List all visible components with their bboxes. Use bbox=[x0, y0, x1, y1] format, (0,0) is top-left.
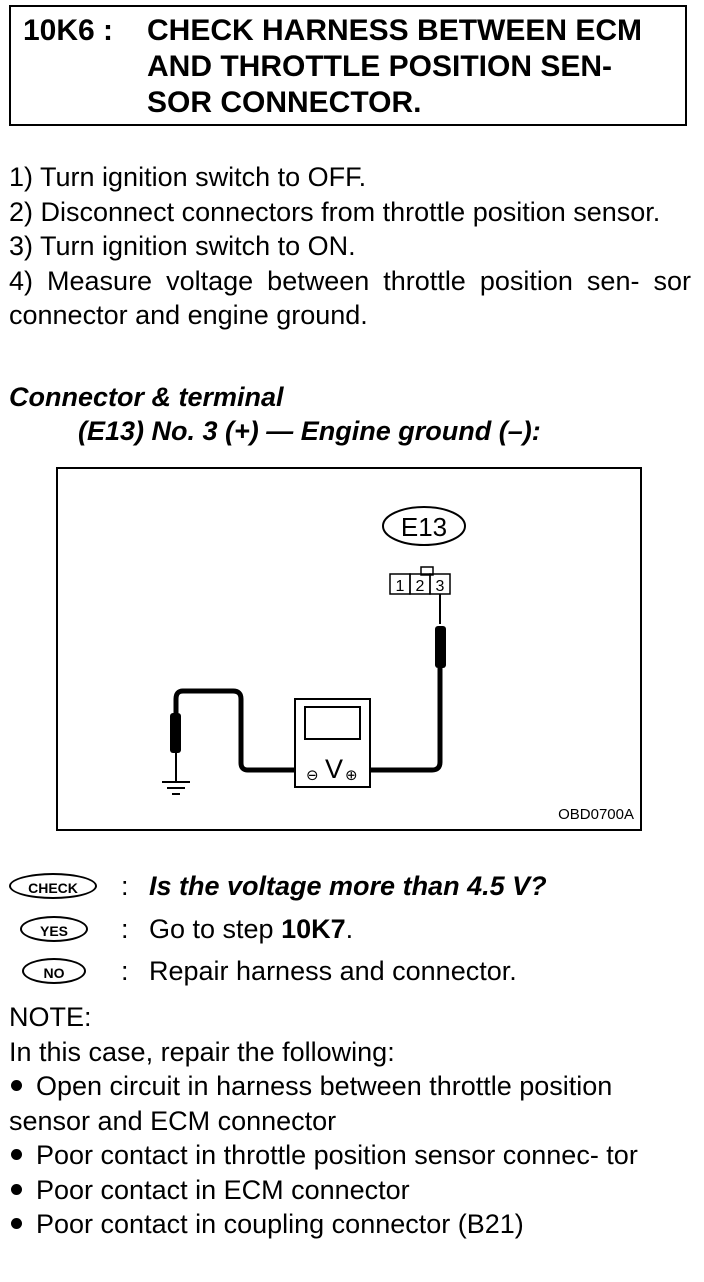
no-colon: : bbox=[121, 956, 129, 986]
yes-prefix: Go to step bbox=[149, 914, 282, 944]
connector-spec: (E13) No. 3 (+) — Engine ground (–): bbox=[78, 416, 541, 446]
voltmeter-minus: ⊖ bbox=[306, 766, 319, 784]
pin-label-2: 2 bbox=[416, 578, 425, 595]
check-badge: CHECK bbox=[9, 873, 97, 899]
pin-label-1: 1 bbox=[396, 578, 405, 595]
figure-code: OBD0700A bbox=[558, 806, 634, 823]
probe-positive bbox=[435, 626, 446, 668]
wire-positive bbox=[358, 668, 443, 773]
check-colon: : bbox=[121, 871, 129, 901]
yes-row: YES : Go to step 10K7. bbox=[9, 909, 699, 949]
step-item: 1) Turn ignition switch to OFF. bbox=[9, 162, 367, 192]
note-item: Poor contact in ECM connector bbox=[9, 1173, 691, 1208]
bullet-icon bbox=[11, 1080, 22, 1092]
no-text: Repair harness and connector. bbox=[149, 956, 517, 986]
no-row: NO : Repair harness and connector. bbox=[9, 951, 699, 991]
step-item: 3) Turn ignition switch to ON. bbox=[9, 231, 356, 261]
connector-heading: Connector & terminal bbox=[9, 382, 284, 412]
check-question: Is the voltage more than 4.5 V? bbox=[149, 871, 547, 901]
procedure-steps: 1) Turn ignition switch to OFF. 2) Disco… bbox=[9, 160, 691, 333]
yes-step-link: 10K7 bbox=[281, 914, 346, 944]
pin-label-3: 3 bbox=[436, 578, 445, 595]
ground-icon bbox=[162, 781, 190, 795]
step-code: 10K6 : bbox=[23, 14, 114, 47]
step-title: CHECK HARNESS BETWEEN ECM AND THROTTLE P… bbox=[147, 14, 643, 119]
note-block: NOTE: In this case, repair the following… bbox=[9, 1000, 691, 1242]
no-badge: NO bbox=[22, 958, 86, 984]
bullet-icon bbox=[11, 1183, 22, 1195]
yes-badge: YES bbox=[20, 916, 88, 942]
note-intro: In this case, repair the following: bbox=[9, 1036, 395, 1067]
note-item: Poor contact in coupling connector (B21) bbox=[9, 1207, 691, 1242]
connector-label-ellipse bbox=[382, 506, 466, 546]
voltmeter-plus: ⊕ bbox=[345, 766, 358, 784]
voltmeter-icon bbox=[294, 698, 371, 788]
probe-negative bbox=[170, 713, 181, 753]
note-item: Poor contact in throttle position sensor… bbox=[9, 1138, 691, 1173]
note-label: NOTE: bbox=[9, 1002, 92, 1032]
step-item: 2) Disconnect connectors from throttle p… bbox=[9, 196, 661, 227]
wire-negative bbox=[173, 688, 295, 773]
bullet-icon bbox=[11, 1149, 22, 1161]
bullet-icon bbox=[11, 1218, 22, 1230]
connector-latch bbox=[420, 566, 434, 576]
yes-colon: : bbox=[121, 914, 129, 944]
step-header-box: 10K6 : CHECK HARNESS BETWEEN ECM AND THR… bbox=[9, 5, 687, 126]
connector-e13: 1 2 3 bbox=[389, 566, 451, 595]
note-item: Open circuit in harness between throttle… bbox=[9, 1071, 613, 1136]
wiring-diagram: E13 1 2 3 ⊖ V ⊕ OB bbox=[56, 467, 642, 831]
yes-text: Go to step 10K7. bbox=[149, 909, 353, 949]
yes-suffix: . bbox=[345, 914, 354, 944]
connector-label: E13 bbox=[401, 512, 447, 542]
check-row: CHECK : Is the voltage more than 4.5 V? bbox=[9, 866, 699, 906]
voltmeter-symbol: V bbox=[325, 754, 343, 784]
wiring-diagram-svg: E13 1 2 3 ⊖ V ⊕ bbox=[162, 506, 466, 795]
step-item: 4) Measure voltage between throttle posi… bbox=[9, 265, 691, 331]
